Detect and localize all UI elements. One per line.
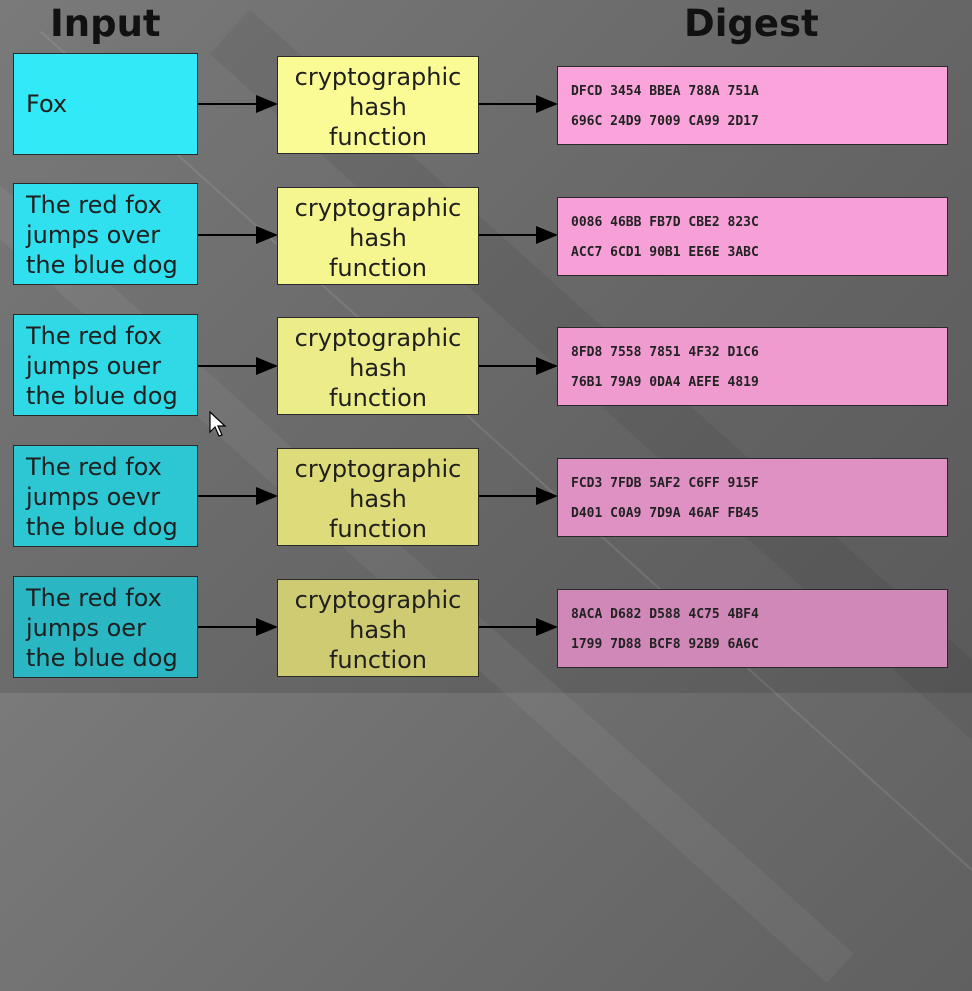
- digest-box: 8FD8 7558 7851 4F32 D1C6 76B1 79A9 0DA4 A…: [557, 327, 948, 406]
- hash-function-label: function: [328, 515, 428, 543]
- digest-box: FCD3 7FDB 5AF2 C6FF 915F D401 C0A9 7D9A 4…: [557, 458, 948, 537]
- input-to-hash-arrow: [198, 357, 278, 375]
- input-column-header: Input: [50, 2, 161, 45]
- hash-function-label: function: [328, 123, 428, 151]
- digest-hex-line: 8FD8 7558 7851 4F32 D1C6: [571, 345, 759, 360]
- hash-function-label: cryptographic: [294, 324, 462, 352]
- digest-hex-line: D401 C0A9 7D9A 46AF FB45: [571, 506, 759, 521]
- input-box: The red fox jumps over the blue dog: [13, 183, 198, 285]
- input-to-hash-arrow: [198, 487, 278, 505]
- digest-column-header: Digest: [684, 2, 819, 45]
- hash-to-digest-arrow: [479, 618, 558, 636]
- input-box: The red fox jumps oevr the blue dog: [13, 445, 198, 547]
- hash-function-label: hash: [349, 485, 407, 513]
- input-to-hash-arrow: [198, 95, 278, 113]
- hash-function-label: hash: [349, 354, 407, 382]
- hash-to-digest-arrow: [479, 357, 558, 375]
- hash-function-label: function: [328, 254, 428, 282]
- input-box: The red fox jumps oer the blue dog: [13, 576, 198, 678]
- input-box: The red fox jumps ouer the blue dog: [13, 314, 198, 416]
- mouse-cursor-icon: [209, 411, 227, 437]
- hash-function-label: function: [328, 384, 428, 412]
- hash-function-label: hash: [349, 93, 407, 121]
- hash-function-label: cryptographic: [294, 455, 462, 483]
- hash-function-label: hash: [349, 616, 407, 644]
- input-box: Fox: [13, 53, 198, 155]
- hash-to-digest-arrow: [479, 226, 558, 244]
- digest-hex-line: 76B1 79A9 0DA4 AEFE 4819: [571, 375, 759, 390]
- input-to-hash-arrow: [198, 618, 278, 636]
- digest-box: 8ACA D682 D588 4C75 4BF4 1799 7D88 BCF8 9…: [557, 589, 948, 668]
- hash-function-label: cryptographic: [294, 586, 462, 614]
- hash-function-label: function: [328, 646, 428, 674]
- digest-hex-line: 8ACA D682 D588 4C75 4BF4: [571, 607, 759, 622]
- digest-box: 0086 46BB FB7D CBE2 823C ACC7 6CD1 90B1 E…: [557, 197, 948, 276]
- hash-function-label: cryptographic: [294, 194, 462, 222]
- digest-hex-line: DFCD 3454 BBEA 788A 751A: [571, 84, 759, 99]
- digest-hex-line: 1799 7D88 BCF8 92B9 6A6C: [571, 637, 759, 652]
- digest-hex-line: 696C 24D9 7009 CA99 2D17: [571, 114, 759, 129]
- hash-function-label: hash: [349, 224, 407, 252]
- digest-hex-line: ACC7 6CD1 90B1 EE6E 3ABC: [571, 245, 759, 260]
- digest-hex-line: 0086 46BB FB7D CBE2 823C: [571, 215, 759, 230]
- hash-function-label: cryptographic: [294, 63, 462, 91]
- hash-to-digest-arrow: [479, 487, 558, 505]
- hash-to-digest-arrow: [479, 95, 558, 113]
- digest-box: DFCD 3454 BBEA 788A 751A 696C 24D9 7009 C…: [557, 66, 948, 145]
- input-to-hash-arrow: [198, 226, 278, 244]
- digest-hex-line: FCD3 7FDB 5AF2 C6FF 915F: [571, 476, 759, 491]
